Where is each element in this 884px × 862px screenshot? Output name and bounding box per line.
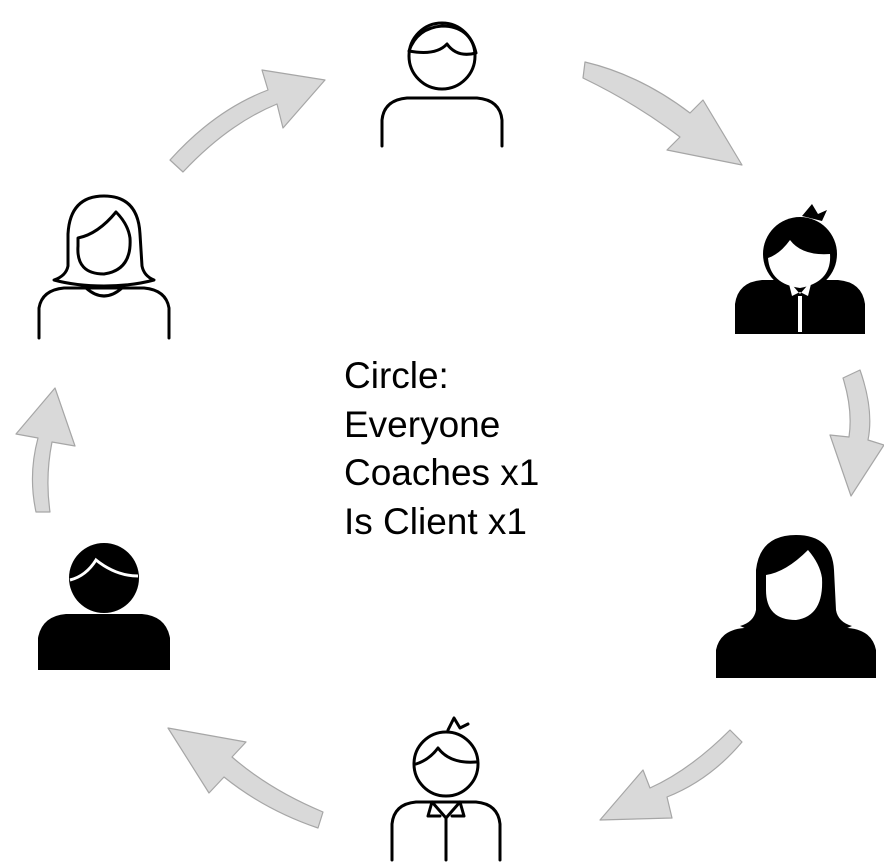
arrow-top-to-right-upper bbox=[582, 61, 743, 166]
boy-outline-icon bbox=[390, 716, 502, 862]
man-solid-icon bbox=[38, 543, 170, 670]
woman-solid-icon bbox=[716, 535, 876, 678]
caption-line-1: Circle: bbox=[344, 355, 449, 396]
arrow-bottom-to-left-lower bbox=[167, 727, 324, 829]
center-caption: Circle: Everyone Coaches x1 Is Client x1 bbox=[344, 352, 539, 546]
boy-solid-icon bbox=[735, 204, 865, 334]
caption-line-2: Everyone bbox=[344, 403, 501, 445]
person-left-upper bbox=[36, 190, 172, 340]
arrow-right-lower-to-bottom bbox=[599, 729, 743, 821]
woman-outline-icon bbox=[37, 194, 171, 340]
arrow-left-upper-to-top bbox=[169, 69, 326, 173]
person-right-upper bbox=[730, 196, 870, 336]
person-bottom bbox=[384, 712, 509, 862]
person-left-lower bbox=[36, 530, 172, 670]
arrow-right-upper-to-right-lower bbox=[829, 369, 884, 497]
arrow-left-lower-to-left-upper bbox=[15, 387, 76, 513]
person-top bbox=[372, 8, 512, 148]
caption-line-4: Is Client x1 bbox=[344, 500, 528, 542]
man-outline-icon bbox=[380, 21, 504, 148]
person-right-lower bbox=[716, 530, 876, 680]
caption-line-3: Coaches x1 bbox=[344, 452, 540, 493]
